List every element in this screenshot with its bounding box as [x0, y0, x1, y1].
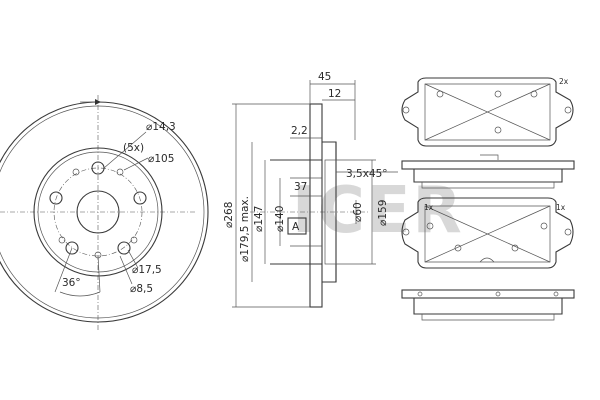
pad-top-front: 2x	[401, 77, 574, 160]
pad-qty-right: 1x	[556, 203, 566, 212]
dim-2-2: 2,2	[291, 125, 308, 137]
dim-179-5: ⌀179,5 max.	[239, 196, 251, 262]
dim-159: ⌀159	[377, 200, 389, 226]
dim-268: ⌀268	[223, 202, 235, 228]
disc-front-view: (5x) ⌀14,3 ⌀105 ⌀17,5 ⌀8,5 36°	[0, 95, 209, 330]
dim-17-5: ⌀17,5	[132, 264, 162, 276]
pad-bottom-side	[401, 289, 575, 321]
angle-label: 36°	[62, 277, 81, 289]
dim-105: ⌀105	[148, 153, 174, 165]
dim-37: 37	[294, 181, 307, 193]
bolt-count-label: (5x)	[123, 142, 144, 154]
dim-14-3: ⌀14,3	[146, 121, 176, 133]
dim-8-5: ⌀8,5	[130, 283, 153, 295]
pad-top-side	[401, 160, 575, 189]
dim-chamfer: 3,5x45°	[346, 168, 388, 180]
dim-147: ⌀147	[253, 206, 265, 232]
dim-45: 45	[318, 71, 331, 83]
brake-pads: 2x 1x 1x	[401, 77, 575, 321]
watermark: ICER	[292, 174, 464, 248]
center-bore	[76, 190, 120, 234]
pad-qty-left: 1x	[424, 203, 434, 212]
friction-ring	[309, 103, 323, 308]
disc-section-view: A 45 12 2,2 37 3,5x45° ⌀268 ⌀179,5 max. …	[223, 71, 398, 308]
dim-60: ⌀60	[352, 202, 364, 222]
dim-140: ⌀140	[274, 206, 286, 232]
bolt-holes	[49, 161, 147, 255]
hat-outer	[33, 147, 163, 277]
datum-a-label: A	[292, 221, 300, 233]
dim-12: 12	[328, 88, 341, 100]
pad-qty-top: 2x	[559, 77, 569, 86]
pad-bottom-front: 1x 1x	[401, 197, 574, 269]
